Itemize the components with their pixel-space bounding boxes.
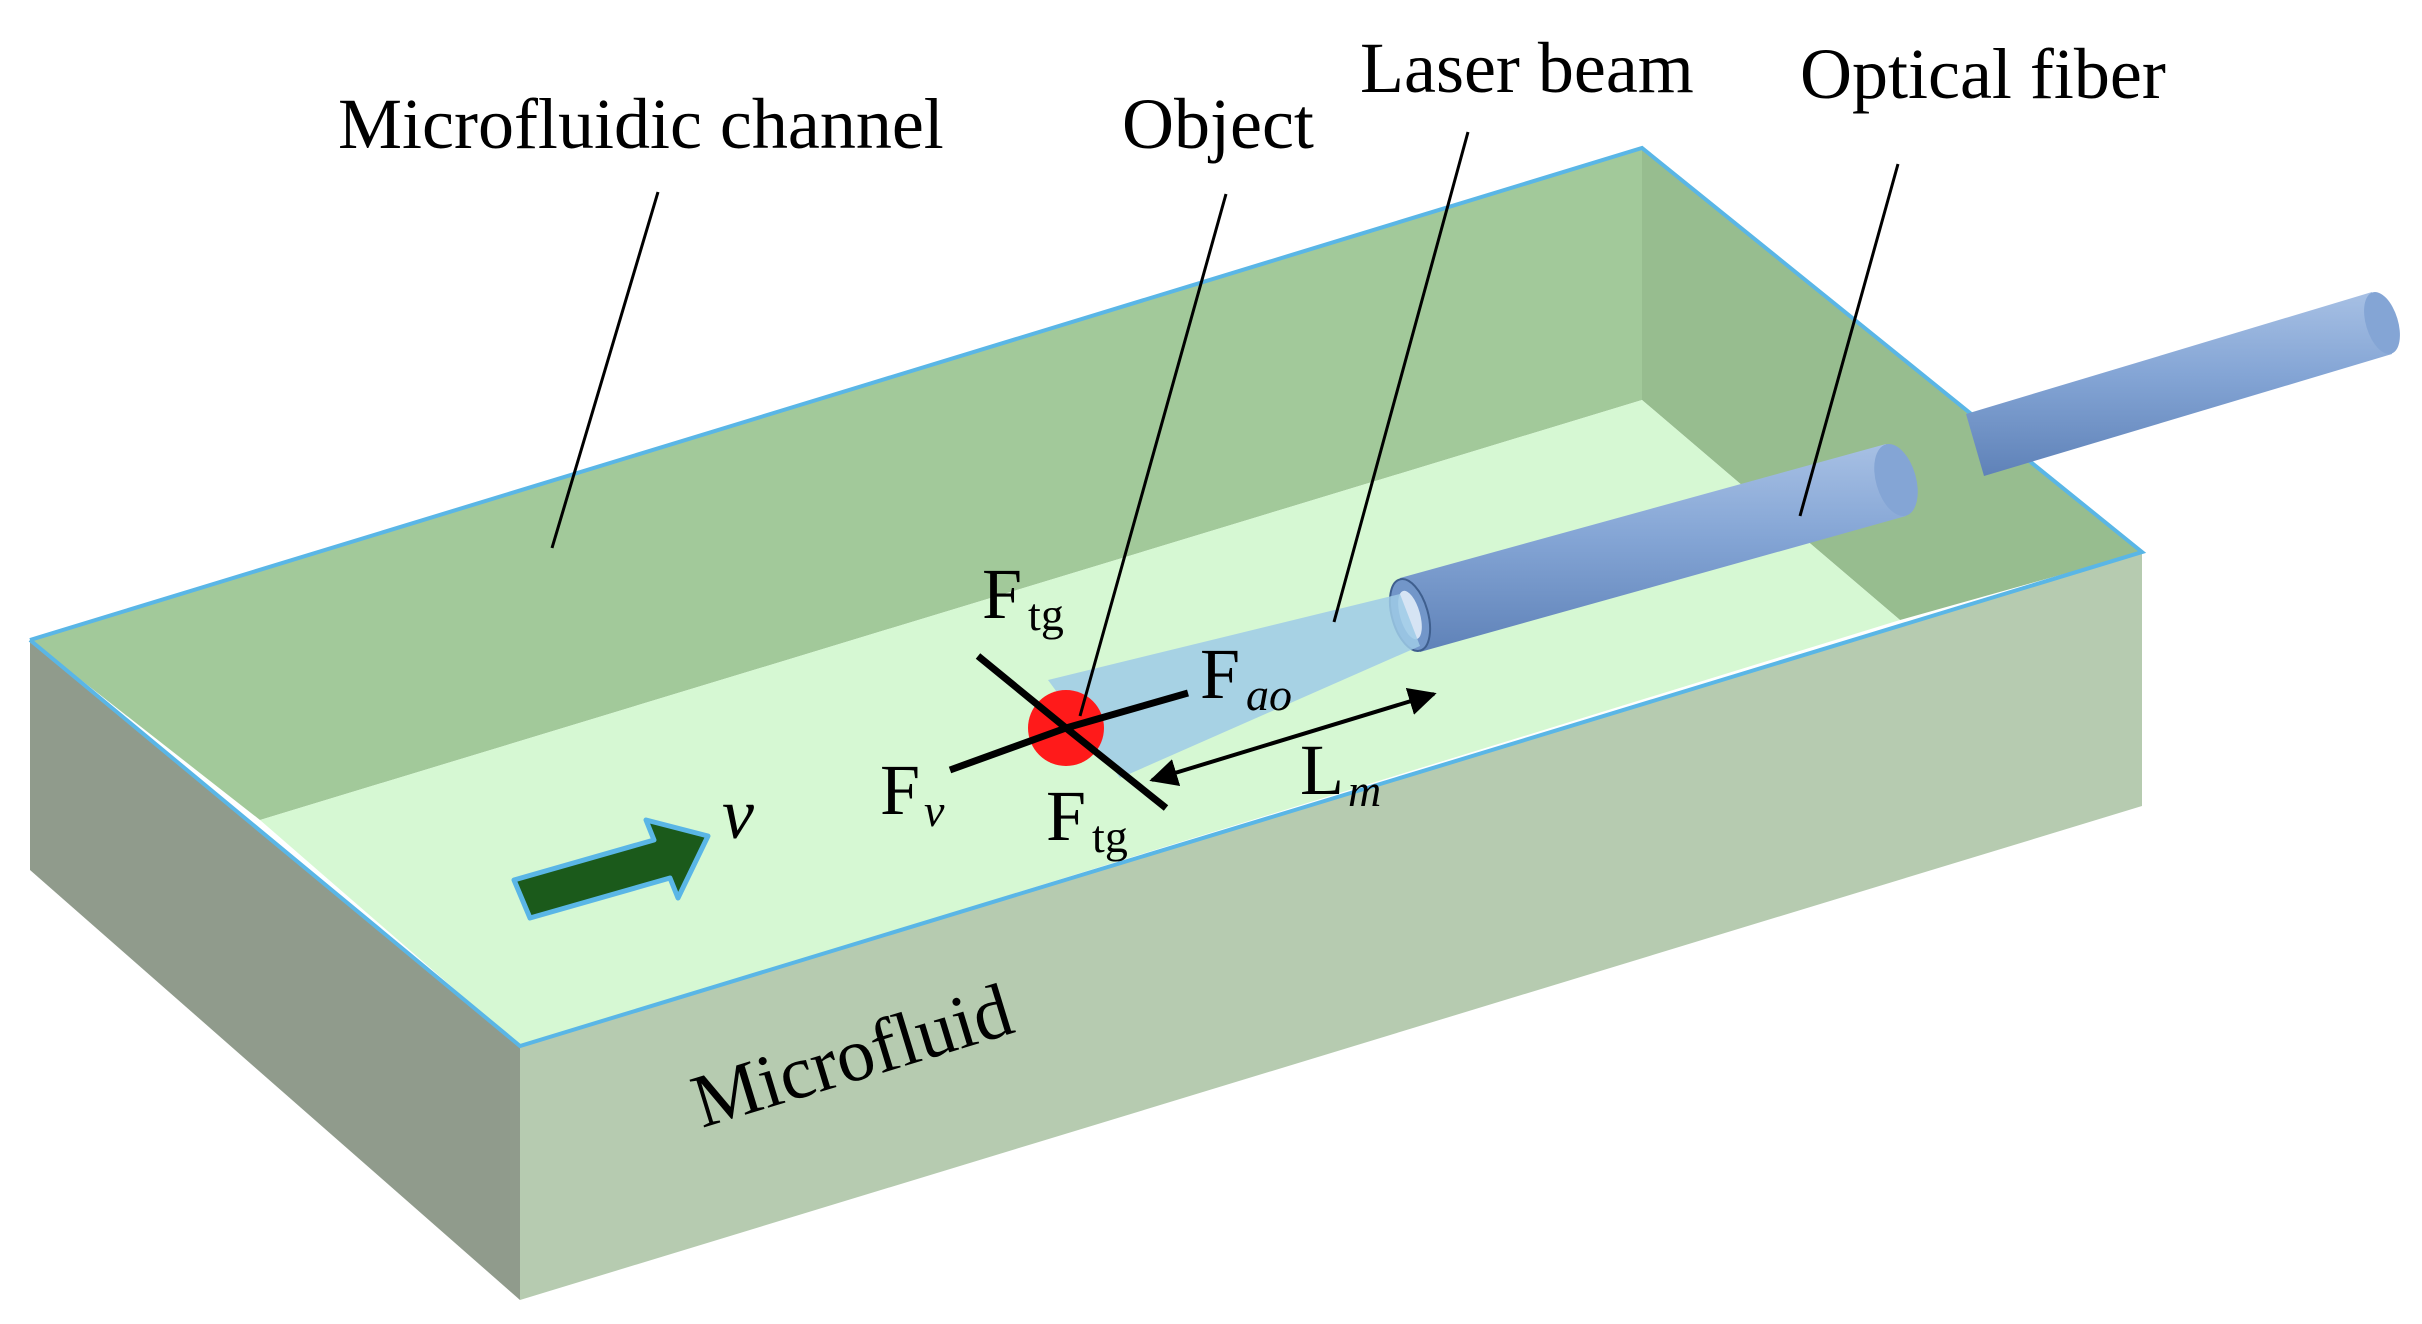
force-line-tg-bottom — [1063, 725, 1169, 811]
leader-fiber — [1798, 163, 1900, 517]
force-vectors — [948, 653, 1189, 811]
force-line-tg-top — [975, 653, 1069, 731]
channel-top-edge — [28, 145, 2147, 1049]
force-ao-main: F — [1200, 634, 1240, 714]
callout-leaders — [550, 131, 1900, 717]
distance-main: L — [1300, 730, 1344, 810]
force-line-v — [948, 724, 1068, 774]
label-object: Object — [1122, 84, 1314, 164]
label-microfluidic-channel: Microfluidic channel — [338, 84, 944, 164]
fiber-outer-segment — [1966, 292, 2392, 476]
label-optical-fiber: Optical fiber — [1800, 34, 2166, 114]
channel-left-face — [30, 640, 520, 1300]
force-v-sub: ν — [924, 785, 945, 836]
fiber-inner-segment — [1400, 444, 1906, 652]
distance-sub: m — [1348, 765, 1381, 816]
force-v-main: F — [880, 750, 920, 830]
force-tg-top-main: F — [982, 554, 1022, 634]
leader-object — [1078, 193, 1228, 717]
force-tg-bottom-main: F — [1046, 776, 1086, 856]
fiber-inner-far-end — [1874, 444, 1918, 516]
leader-laser — [1332, 131, 1470, 623]
force-tg-top-sub: tg — [1028, 589, 1064, 640]
force-tg-bottom-sub: tg — [1092, 811, 1128, 862]
laser-beam — [1048, 594, 1420, 778]
flow-arrow — [511, 817, 711, 921]
channel-front-face — [520, 552, 2142, 1300]
leader-channel — [550, 191, 660, 549]
label-force-v: Fν — [880, 750, 945, 836]
label-distance: Lm — [1300, 730, 1381, 816]
label-laser-beam: Laser beam — [1360, 28, 1694, 108]
distance-arrow — [1149, 687, 1437, 787]
fiber-outer-end — [2364, 292, 2400, 354]
channel-back-wall — [30, 148, 1642, 820]
label-velocity: ν — [722, 774, 754, 854]
force-ao-sub: ao — [1246, 669, 1292, 720]
optical-fiber — [1388, 292, 2400, 652]
